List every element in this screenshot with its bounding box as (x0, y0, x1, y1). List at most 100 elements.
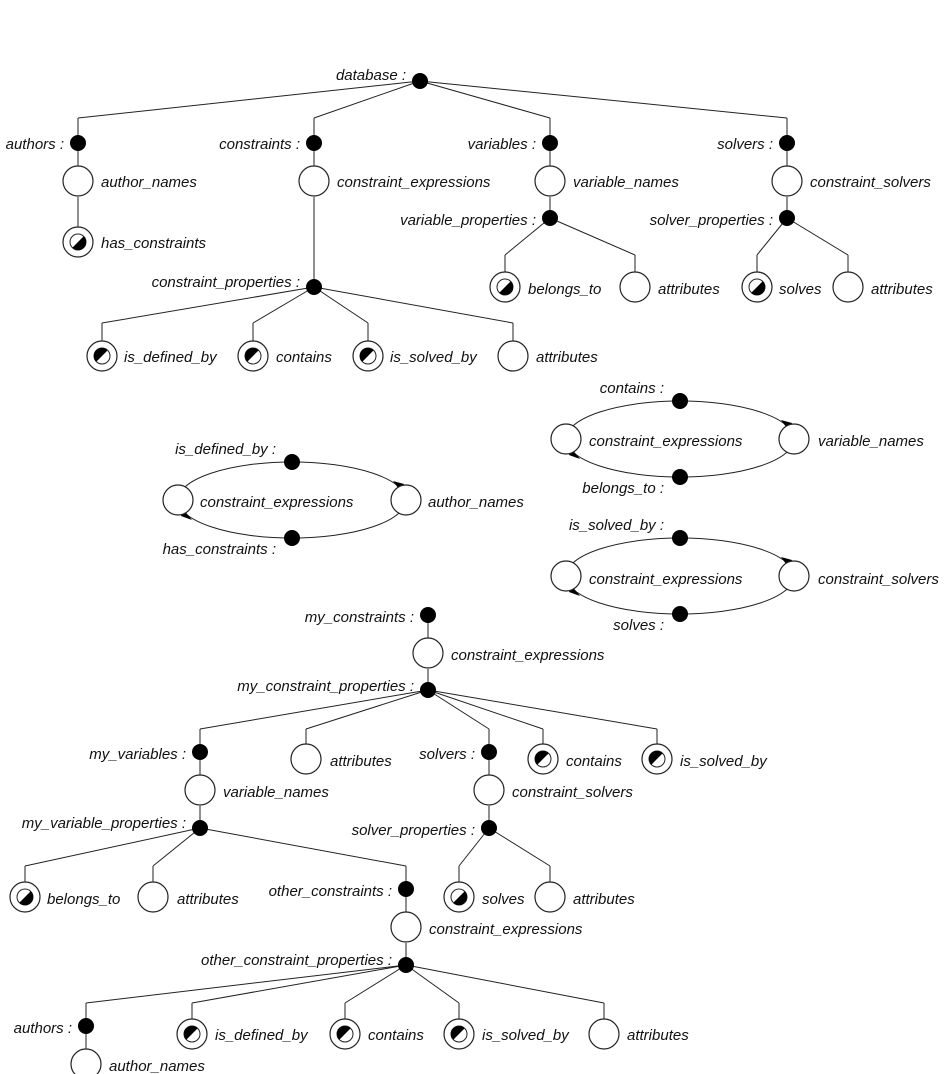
solves-connector (672, 606, 688, 622)
variable-attributes-label: attributes (177, 891, 239, 908)
author-names-label: author_names (109, 1058, 205, 1074)
my-constraints-label: my_constraints : (305, 609, 414, 626)
variable-properties-node (542, 210, 558, 226)
relationship-right-label: variable_names (818, 433, 924, 450)
relationship-left-label: constraint_expressions (589, 571, 743, 588)
is-solved-by-label: is_solved_by (390, 349, 478, 366)
other-constraint-properties-label: other_constraint_properties : (201, 952, 392, 969)
author-names-node (62, 165, 94, 197)
constraint-attributes-label: attributes (536, 349, 598, 366)
constraint-expressions-label: constraint_expressions (337, 174, 491, 191)
belongs-to-node-fill (499, 281, 514, 296)
relationship-top-label: is_defined_by : (175, 441, 276, 458)
constraint-expressions-node (412, 637, 444, 669)
my-constraint-properties-node (420, 682, 436, 698)
relationship-right-label: author_names (428, 494, 524, 511)
has-constraints-label: has_constraints (101, 235, 207, 252)
relationship-contains: contains : belongs_to : constraint_expre… (550, 380, 924, 497)
solvers-node (779, 135, 795, 151)
constraint-solvers-label: constraint_solvers (810, 174, 931, 191)
solver-attributes-node (832, 271, 864, 303)
solvers-node (481, 744, 497, 760)
constraint-expressions-label: constraint_expressions (451, 647, 605, 664)
other-constraints-node (398, 881, 414, 897)
is-defined-by-node-fill (183, 1025, 198, 1040)
my-constraints-tree: my_constraints : constraint_expressions … (9, 607, 768, 1074)
solver-attributes-label: attributes (573, 891, 635, 908)
constraint-properties-node (306, 279, 322, 295)
solver-properties-node (481, 820, 497, 836)
contains-node-fill (534, 750, 549, 765)
database-tree: database : authors : author_names has_co… (6, 67, 933, 372)
variable-names-node (778, 423, 810, 455)
other-constraint-expressions-label: constraint_expressions (429, 921, 583, 938)
solvers-label: solvers : (717, 136, 773, 153)
variable-attributes-label: attributes (658, 281, 720, 298)
solver-properties-node (779, 210, 795, 226)
relationship-top-label: is_solved_by : (569, 517, 664, 534)
database-tree-edges (77, 80, 849, 342)
constraint-attributes-label: attributes (330, 753, 392, 770)
variable-names-node (184, 774, 216, 806)
relationship-left-label: constraint_expressions (589, 433, 743, 450)
solvers-label: solvers : (419, 746, 475, 763)
constraint-solvers-label: constraint_solvers (512, 784, 633, 801)
constraint-expressions-node (162, 484, 194, 516)
belongs-to-label: belongs_to (47, 891, 120, 908)
is-defined-by-node-fill (93, 347, 108, 362)
other-constraint-properties-node (398, 957, 414, 973)
my-constraints-tree-edges (24, 615, 658, 1049)
has-constraints-node-fill (72, 236, 87, 251)
is-solved-by-node-fill (359, 347, 374, 362)
solver-properties-label: solver_properties : (352, 822, 475, 839)
is-defined-by-connector (284, 454, 300, 470)
solver-attributes-node (534, 881, 566, 913)
database-node (412, 73, 428, 89)
contains-label: contains (276, 349, 332, 366)
author-names-node (390, 484, 422, 516)
variable-properties-label: variable_properties : (400, 212, 536, 229)
contains-label: contains (368, 1027, 424, 1044)
other-constraint-expressions-node (390, 911, 422, 943)
constraint-attributes-label: attributes (627, 1027, 689, 1044)
contains-connector (672, 393, 688, 409)
contains-node-fill (336, 1025, 351, 1040)
relationship-top-label: contains : (600, 380, 664, 397)
solves-node-fill (751, 281, 766, 296)
variable-names-label: variable_names (573, 174, 679, 191)
constraint-attributes-node (290, 743, 322, 775)
author-names-label: author_names (101, 174, 197, 191)
relationship-bottom-label: has_constraints : (163, 541, 276, 558)
relationship-bottom-label: belongs_to : (582, 480, 664, 497)
authors-label: authors : (6, 136, 64, 153)
relationship-left-label: constraint_expressions (200, 494, 354, 511)
authors-node (78, 1018, 94, 1034)
constraint-attributes-node (497, 340, 529, 372)
constraint-expressions-node (550, 423, 582, 455)
variable-attributes-node (137, 881, 169, 913)
relationship-is-solved-by: is_solved_by : solves : constraint_expre… (550, 517, 939, 634)
contains-node-fill (244, 347, 259, 362)
my-variable-properties-node (192, 820, 208, 836)
is-defined-by-label: is_defined_by (215, 1027, 309, 1044)
solves-node-fill (453, 891, 468, 906)
authors-node (70, 135, 86, 151)
is-solved-by-node-fill (648, 750, 663, 765)
my-variables-node (192, 744, 208, 760)
constraints-label: constraints : (219, 136, 300, 153)
relationship-is-defined-by: is_defined_by : has_constraints : constr… (162, 441, 524, 558)
solves-label: solves (482, 891, 525, 908)
constraint-attributes-node (588, 1018, 620, 1050)
variables-label: variables : (468, 136, 536, 153)
contains-label: contains (566, 753, 622, 770)
my-variable-properties-label: my_variable_properties : (22, 815, 186, 832)
my-constraints-node (420, 607, 436, 623)
variable-names-label: variable_names (223, 784, 329, 801)
belongs-to-node-fill (19, 891, 34, 906)
constraint-expressions-node (550, 560, 582, 592)
constraint-solvers-node (778, 560, 810, 592)
constraint-expressions-node (298, 165, 330, 197)
is-solved-by-label: is_solved_by (482, 1027, 570, 1044)
belongs-to-label: belongs_to (528, 281, 601, 298)
is-solved-by-connector (672, 530, 688, 546)
